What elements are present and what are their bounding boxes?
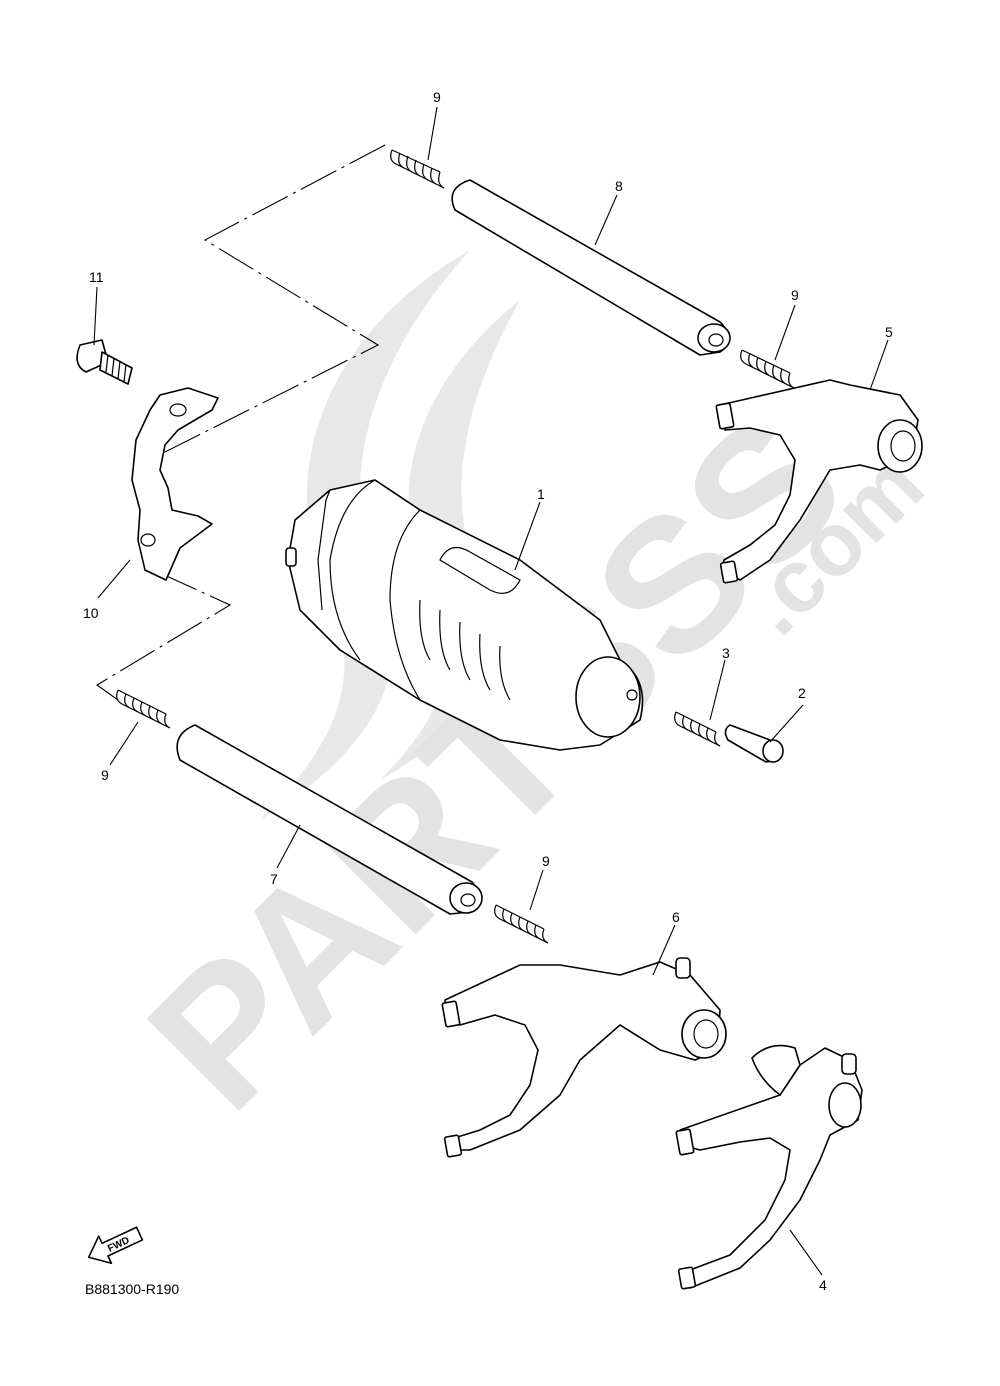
shift-shaft-upper [451, 179, 731, 356]
callout-5: 5 [885, 324, 893, 340]
callout-2: 2 [798, 685, 806, 701]
callout-4: 4 [819, 1277, 827, 1293]
watermark-swoosh-logo [260, 250, 470, 820]
spring-9-bottom [494, 904, 549, 944]
spring-9-left [116, 689, 171, 729]
stopper-lever-10 [131, 387, 219, 581]
callouts: 1 2 3 4 5 6 7 8 9 9 9 9 10 11 [83, 89, 893, 1293]
callout-1: 1 [537, 486, 545, 502]
callout-9-bottom: 9 [542, 853, 550, 869]
shift-fork-5 [715, 379, 923, 584]
assembly-line-lower [95, 572, 232, 701]
leader-lines [93, 106, 889, 1276]
callout-6: 6 [672, 909, 680, 925]
callout-9-top: 9 [433, 89, 441, 105]
spring-9-top [390, 149, 445, 189]
callout-11: 11 [89, 269, 104, 285]
diagram-code: B881300-R190 [85, 1281, 179, 1297]
callout-9-left: 9 [101, 767, 109, 783]
callout-8: 8 [615, 178, 623, 194]
shift-shaft-lower [176, 724, 483, 915]
fwd-arrow: FWD [87, 1226, 144, 1265]
shift-drum-1 [285, 479, 644, 751]
assembly-line-upper [154, 144, 386, 458]
shift-fork-4 [675, 1044, 863, 1290]
callout-7: 7 [270, 871, 278, 887]
callout-10: 10 [83, 605, 99, 621]
shift-fork-6 [441, 957, 727, 1158]
callout-9-right: 9 [791, 287, 799, 303]
callout-3: 3 [722, 645, 730, 661]
pin-2 [724, 724, 784, 763]
bolt-11 [76, 339, 133, 385]
assembly-lines [95, 144, 386, 701]
spring-3 [674, 711, 721, 747]
spring-9-mid [740, 349, 795, 389]
